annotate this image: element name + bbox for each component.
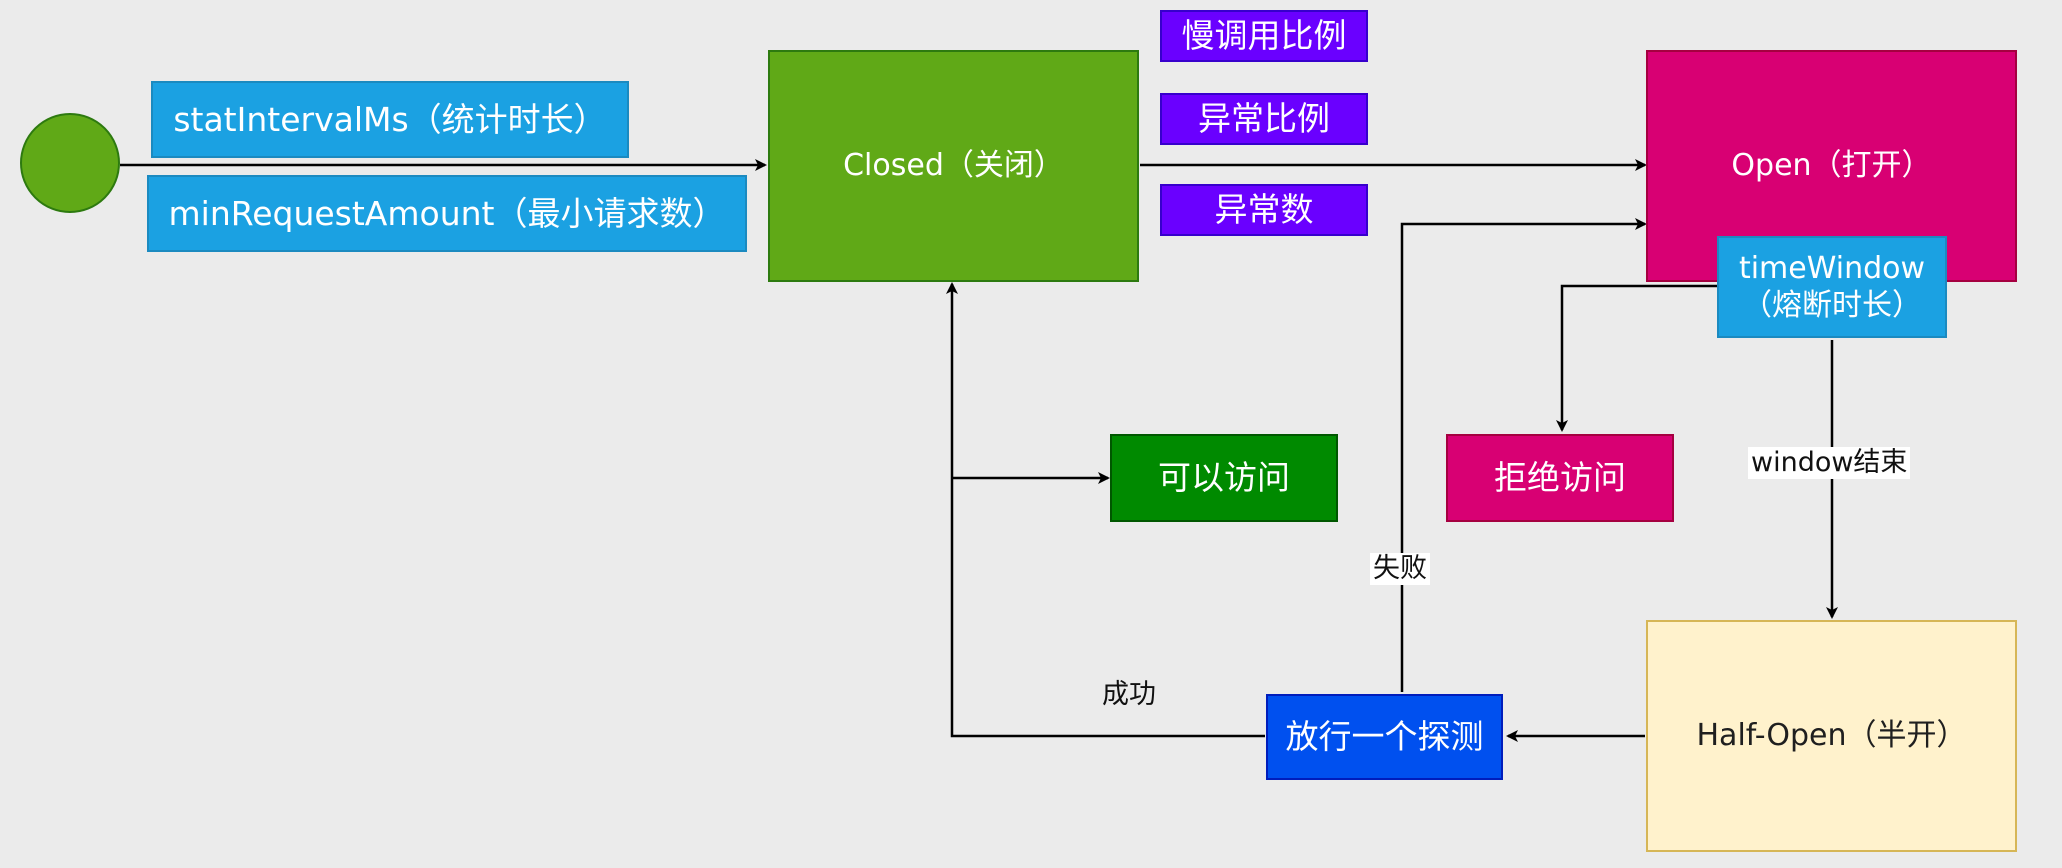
allow-access-label: 可以访问 bbox=[1158, 458, 1290, 498]
half-open-state: Half-Open（半开） bbox=[1646, 620, 2017, 852]
probe-label: 放行一个探测 bbox=[1285, 717, 1484, 757]
half-open-state-label: Half-Open（半开） bbox=[1696, 718, 1967, 754]
error-count-label: 异常数 bbox=[1214, 190, 1314, 230]
time-window-box: timeWindow （熔断时长） bbox=[1717, 236, 1947, 338]
closed-state-label: Closed（关闭） bbox=[843, 148, 1064, 184]
deny-access-box: 拒绝访问 bbox=[1446, 434, 1674, 522]
slow-ratio-label: 慢调用比例 bbox=[1181, 16, 1347, 56]
error-ratio-label: 异常比例 bbox=[1198, 99, 1330, 139]
time-window-label: timeWindow bbox=[1738, 250, 1926, 286]
stat-interval-box: statIntervalMs（统计时长） bbox=[151, 81, 629, 158]
allow-access-box: 可以访问 bbox=[1110, 434, 1338, 522]
closed-state: Closed（关闭） bbox=[768, 50, 1139, 282]
window-end-edge-label: window结束 bbox=[1748, 447, 1911, 480]
time-window-sub-label: （熔断时长） bbox=[1742, 288, 1922, 323]
start-node bbox=[20, 113, 120, 213]
edge-probe-success-to-closed bbox=[946, 282, 1265, 738]
error-ratio-box: 异常比例 bbox=[1160, 93, 1368, 145]
success-edge-label: 成功 bbox=[1102, 679, 1156, 710]
min-request-box: minRequestAmount（最小请求数） bbox=[147, 175, 747, 252]
stat-interval-label: statIntervalMs（统计时长） bbox=[173, 99, 607, 139]
error-count-box: 异常数 bbox=[1160, 184, 1368, 236]
slow-ratio-box: 慢调用比例 bbox=[1160, 10, 1368, 62]
min-request-label: minRequestAmount（最小请求数） bbox=[168, 193, 726, 233]
edge-open-to-deny bbox=[1556, 284, 1720, 432]
deny-access-label: 拒绝访问 bbox=[1494, 458, 1626, 498]
probe-box: 放行一个探测 bbox=[1266, 694, 1503, 780]
edge-probe-failure-to-open bbox=[1400, 218, 1647, 692]
open-state-label: Open（打开） bbox=[1731, 148, 1932, 184]
failure-edge-label: 失败 bbox=[1370, 553, 1430, 586]
